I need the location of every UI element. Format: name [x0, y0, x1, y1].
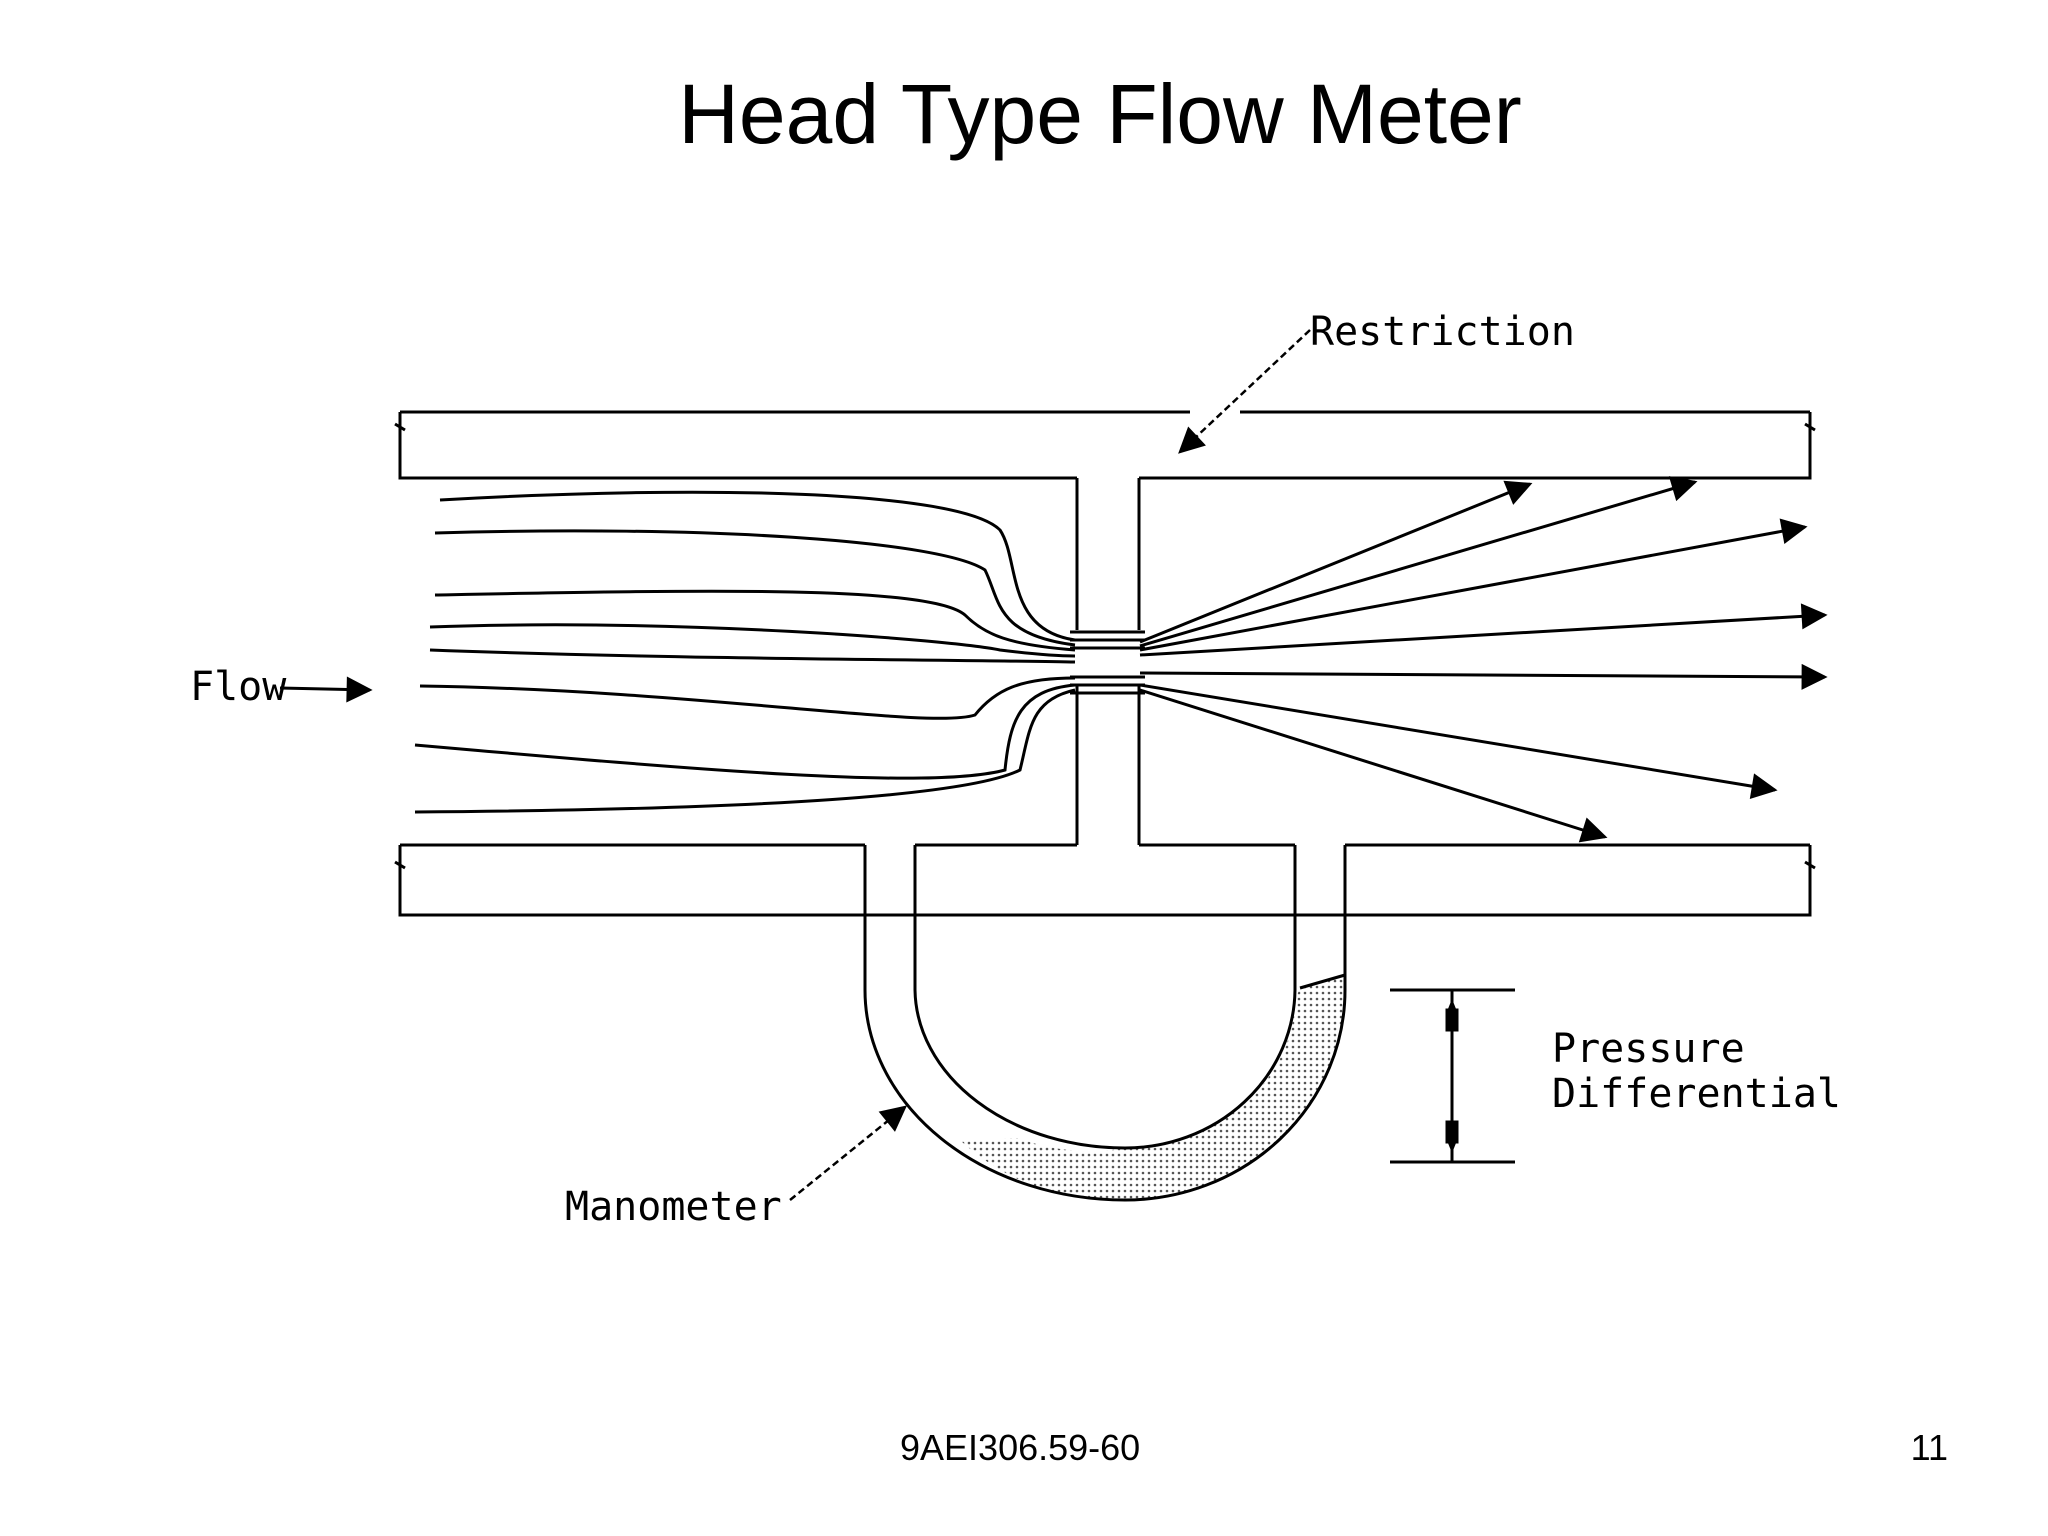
manometer-label: Manometer	[565, 1184, 782, 1230]
page-number: 11	[1910, 1427, 1948, 1468]
differential-label: Differential	[1552, 1071, 1841, 1117]
flow-arrow	[279, 676, 373, 703]
flow-label: Flow	[190, 664, 287, 710]
pressure-label: Pressure	[1552, 1026, 1745, 1072]
pressure-differential-dimension	[1390, 988, 1515, 1164]
restriction-label: Restriction	[1310, 309, 1575, 355]
slide-title: Head Type Flow Meter	[678, 67, 1522, 161]
restriction-plate	[1070, 478, 1145, 845]
lower-pipe-wall	[394, 843, 1816, 917]
flow-streamlines	[414, 476, 1828, 843]
upper-pipe-wall	[394, 410, 1816, 480]
footer-code: 9AEI306.59-60	[900, 1427, 1141, 1468]
manometer-leader	[789, 1105, 908, 1201]
manometer-fluid	[960, 975, 1345, 1201]
manometer	[863, 845, 1347, 1202]
restriction-leader	[1178, 329, 1311, 454]
